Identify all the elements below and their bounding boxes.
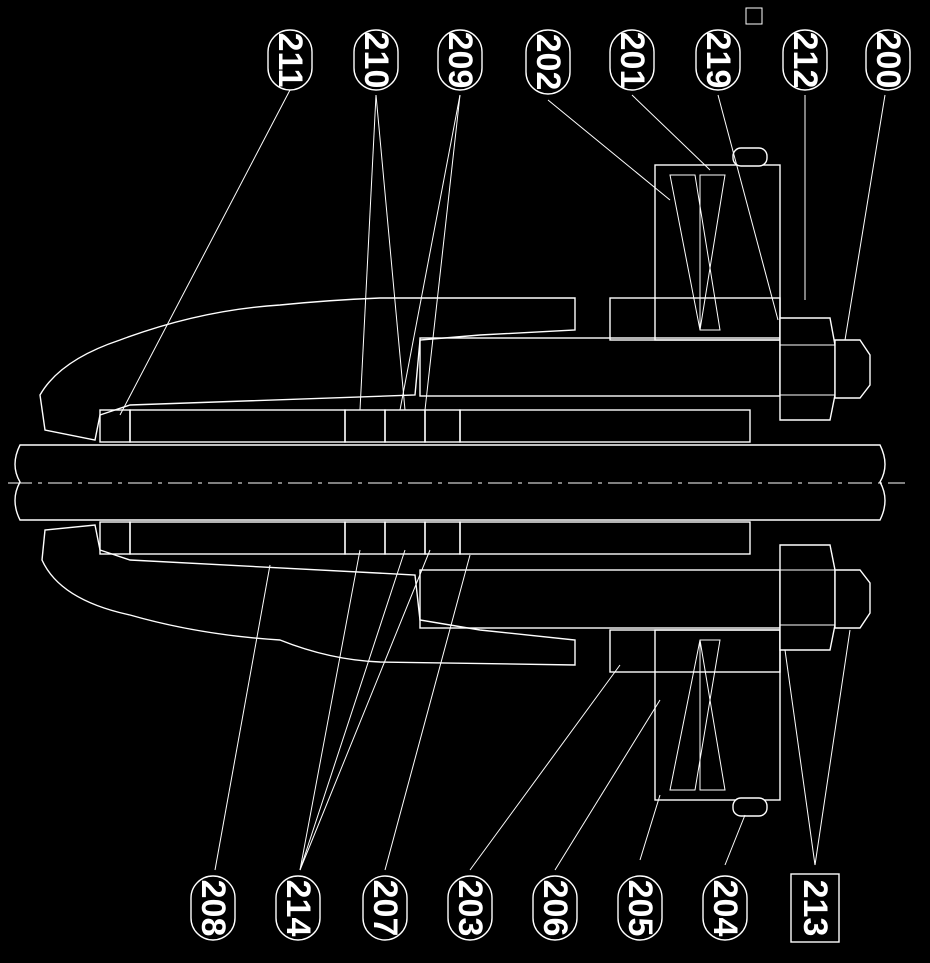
label-205: 205 — [617, 875, 663, 941]
screw-head-upper — [732, 147, 768, 167]
packing-lower-2 — [129, 521, 346, 555]
lantern-upper-b — [384, 409, 426, 443]
label-203: 203 — [447, 875, 493, 941]
label-206-text: 206 — [536, 880, 574, 937]
disc-spring-lower — [669, 639, 726, 791]
lantern-upper-a — [344, 409, 386, 443]
housing-upper — [39, 297, 576, 441]
lantern-lower-b — [384, 521, 426, 555]
label-211-text: 211 — [271, 33, 309, 88]
spring-cup-lower — [654, 629, 781, 801]
label-210-text: 210 — [357, 32, 395, 89]
label-210: 210 — [353, 29, 399, 91]
label-207-text: 207 — [366, 880, 404, 937]
stud-upper — [419, 337, 781, 397]
label-209-text: 209 — [441, 32, 479, 89]
gland-lower — [459, 521, 751, 555]
lantern-lower-a — [344, 521, 386, 555]
lantern-lower-c — [424, 521, 461, 555]
gland-upper — [459, 409, 751, 443]
packing-upper-2 — [129, 409, 346, 443]
stud-end-upper — [834, 339, 871, 399]
labels-top: 211 210 209 202 201 219 212 200 — [267, 29, 911, 95]
stud-end-lower — [834, 569, 871, 629]
label-208: 208 — [190, 875, 236, 941]
stud-lower — [419, 569, 781, 629]
packing-upper-1 — [99, 409, 131, 443]
label-212-text: 212 — [786, 32, 824, 89]
label-201-text: 201 — [613, 32, 651, 89]
leader-lines-bottom — [214, 549, 851, 871]
label-204-text: 204 — [706, 880, 744, 937]
label-200-text: 200 — [869, 32, 907, 89]
label-219-text: 219 — [699, 32, 737, 89]
nut-upper — [779, 317, 836, 421]
label-213-text: 213 — [796, 880, 834, 937]
disc-spring-upper — [669, 174, 726, 331]
label-207: 207 — [362, 875, 408, 941]
spring-cup-upper — [654, 164, 781, 341]
label-219: 219 — [695, 29, 741, 91]
label-206: 206 — [532, 875, 578, 941]
label-214-text: 214 — [279, 880, 317, 937]
label-213: 213 — [790, 873, 840, 943]
label-201: 201 — [609, 29, 655, 91]
label-214: 214 — [275, 875, 321, 941]
label-204: 204 — [702, 875, 748, 941]
label-209: 209 — [437, 29, 483, 91]
label-208-text: 208 — [194, 880, 232, 937]
label-205-text: 205 — [621, 880, 659, 937]
label-200: 200 — [865, 29, 911, 91]
leader-lines-top — [119, 89, 886, 416]
label-202: 202 — [525, 29, 571, 95]
label-202-text: 202 — [529, 34, 567, 91]
label-212: 212 — [782, 29, 828, 91]
packing-lower-1 — [99, 521, 131, 555]
lantern-upper-c — [424, 409, 461, 443]
nut-lower — [779, 544, 836, 651]
label-203-text: 203 — [451, 880, 489, 937]
label-211: 211 — [267, 29, 313, 91]
corner-marker — [745, 7, 763, 25]
housing-lower — [41, 524, 576, 666]
screw-head-lower — [732, 797, 768, 817]
labels-bottom: 208 214 207 203 206 205 204 213 — [190, 873, 840, 943]
